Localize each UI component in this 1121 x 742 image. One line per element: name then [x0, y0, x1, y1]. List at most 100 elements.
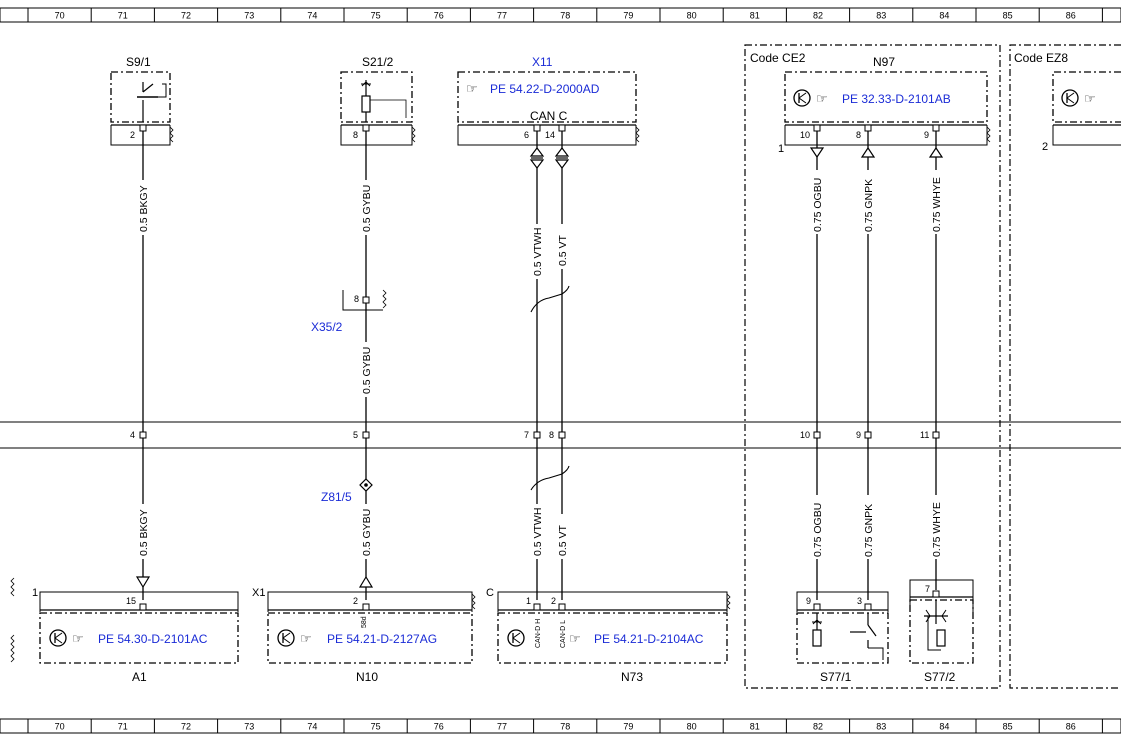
ruler-column-label: 82	[813, 11, 823, 21]
x35-2-name: X35/2	[311, 320, 343, 334]
n10-pin-sub: 58d	[361, 616, 368, 628]
transistor-icon	[507, 629, 525, 647]
wire-gybu-mid-label: 0.5 GYBU	[361, 347, 373, 394]
n97-pin-10: 10	[800, 130, 810, 140]
n97-name: N97	[873, 55, 895, 69]
n10-ref-link[interactable]: PE 54.21-D-2127AG	[327, 632, 437, 646]
code-ce2-label: Code CE2	[750, 51, 806, 65]
ruler-column-label: 74	[307, 11, 317, 21]
ruler-column-label: 84	[939, 11, 949, 21]
n10-pin: 2	[353, 596, 358, 606]
pointing-hand-icon: ☞	[569, 631, 581, 646]
ruler-column-label: 77	[497, 11, 507, 21]
s77-1-name: S77/1	[820, 670, 852, 684]
wire-vtwh: 0.5 VTWH 0.5 VTWH 7	[524, 131, 545, 600]
s9-1-name: S9/1	[126, 55, 151, 69]
connector-pin-7: 7	[524, 430, 529, 440]
s21-2-switch: S21/2 8	[340, 55, 416, 146]
ruler-column-label: 86	[1066, 722, 1076, 732]
connector-pin-11: 11	[920, 430, 929, 440]
ruler-column-label: 75	[371, 722, 381, 732]
pointing-hand-icon: ☞	[816, 91, 828, 106]
transistor-icon	[793, 89, 811, 107]
ruler-column-label: 83	[876, 722, 886, 732]
ruler-column-label: 85	[1003, 722, 1013, 732]
n10-module: X1 2 58d ☞ PE 54.21-D-2127AG N10	[252, 587, 476, 684]
ruler-column-label: 76	[434, 722, 444, 732]
n10-side-mark: X1	[252, 587, 265, 599]
s77-1-pin-3: 3	[857, 596, 862, 606]
ruler-column-label: 81	[750, 722, 760, 732]
ruler-column-label: 75	[371, 11, 381, 21]
x11-pin-14: 14	[545, 130, 555, 140]
twisted-pair-marks	[530, 285, 570, 491]
n10-name: N10	[356, 670, 378, 684]
connector-pin-9: 9	[856, 430, 861, 440]
n73-side-mark: C	[486, 587, 494, 599]
wire-vtwh-bottom-label: 0.5 VTWH	[532, 508, 544, 556]
wire-vt: 0.5 VT 0.5 VT 8	[549, 131, 570, 600]
s9-1-switch: S9/1 2	[110, 55, 174, 146]
x35-2-pin: 8	[354, 294, 359, 304]
ruler-column-label: 82	[813, 722, 823, 732]
s77-2-pin: 7	[925, 584, 930, 594]
ruler-column-label: 76	[434, 11, 444, 21]
wire-ogbu-top-label: 0.75 OGBU	[812, 178, 824, 232]
s9-1-pin: 2	[130, 130, 135, 140]
ruler-column-label: 71	[118, 11, 128, 21]
ruler-column-label: 72	[181, 722, 191, 732]
connector-pin-5: 5	[353, 430, 358, 440]
ruler-column-label: 70	[55, 11, 65, 21]
break-mark	[10, 634, 15, 663]
n73-pin-2: 2	[551, 596, 556, 606]
ruler-column-label: 84	[939, 722, 949, 732]
ruler-column-label: 77	[497, 722, 507, 732]
ruler-column-label: 73	[244, 11, 254, 21]
pointing-hand-icon: ☞	[1084, 91, 1096, 106]
wire-ogbu: 0.75 OGBU 0.75 OGBU 10	[800, 131, 825, 600]
a1-name: A1	[132, 670, 147, 684]
transistor-icon	[49, 629, 67, 647]
wire-gnpk: 0.75 GNPK 0.75 GNPK 9	[856, 131, 876, 600]
s77-2-switch: 7 S77/2	[909, 579, 974, 684]
ruler-column-label: 86	[1066, 11, 1076, 21]
n73-ref-link[interactable]: PE 54.21-D-2104AC	[594, 632, 704, 646]
wire-bkgy-top-label: 0.5 BKGY	[138, 185, 150, 232]
wire-gybu: 0.5 GYBU 0.5 GYBU 0.5 GYBU 5	[353, 131, 374, 600]
x11-ref-link[interactable]: PE 54.22-D-2000AD	[490, 82, 600, 96]
wire-bkgy-bottom-label: 0.5 BKGY	[138, 509, 150, 556]
code-ce2-frame: Code CE2	[744, 44, 1001, 689]
n97-ref-link[interactable]: PE 32.33-D-2101AB	[842, 92, 951, 106]
ruler-column-label: 71	[118, 722, 128, 732]
s77-2-name: S77/2	[924, 670, 956, 684]
ruler-column-label: 72	[181, 11, 191, 21]
ruler-column-label: 80	[687, 11, 697, 21]
connector-pin-8: 8	[549, 430, 554, 440]
connector-band	[0, 421, 1121, 449]
wire-gybu-bottom-label: 0.5 GYBU	[361, 509, 373, 556]
z81-5-splice: Z81/5	[321, 478, 373, 504]
transistor-icon	[1061, 89, 1079, 107]
n73-pin-2-label: CAN-D L	[560, 620, 567, 648]
wire-whye-top-label: 0.75 WHYE	[931, 177, 943, 232]
x11-diagnostic-connector: X11 ☞ PE 54.22-D-2000AD CAN C 6 14	[457, 55, 640, 146]
x35-2-connector: 8 X35/2	[311, 289, 387, 334]
n73-pin-1-label: CAN-D H	[535, 619, 542, 648]
n97-module: N97 ☞ PE 32.33-D-2101AB 10 8 9 1	[778, 55, 991, 155]
ruler-column-label: 78	[560, 11, 570, 21]
wire-whye: 0.75 WHYE 0.75 WHYE 11	[920, 131, 944, 590]
wire-bkgy: 0.5 BKGY 0.5 BKGY 4	[130, 131, 151, 600]
wire-gybu-top-label: 0.5 GYBU	[361, 185, 373, 232]
z81-5-name: Z81/5	[321, 490, 352, 504]
a1-pin: 15	[126, 596, 136, 606]
a1-ref-link[interactable]: PE 54.30-D-2101AC	[98, 632, 208, 646]
wire-gnpk-top-label: 0.75 GNPK	[863, 179, 875, 232]
connector-pin-4: 4	[130, 430, 135, 440]
ruler-column-label: 79	[623, 722, 633, 732]
code-ez8-label: Code EZ8	[1014, 51, 1068, 65]
n73-name: N73	[621, 670, 643, 684]
ruler-column-label: 85	[1003, 11, 1013, 21]
n73-module: C 1 2 CAN-D H CAN-D L ☞ PE 54.21-D-2104A…	[486, 587, 731, 684]
pointing-hand-icon: ☞	[466, 81, 478, 96]
